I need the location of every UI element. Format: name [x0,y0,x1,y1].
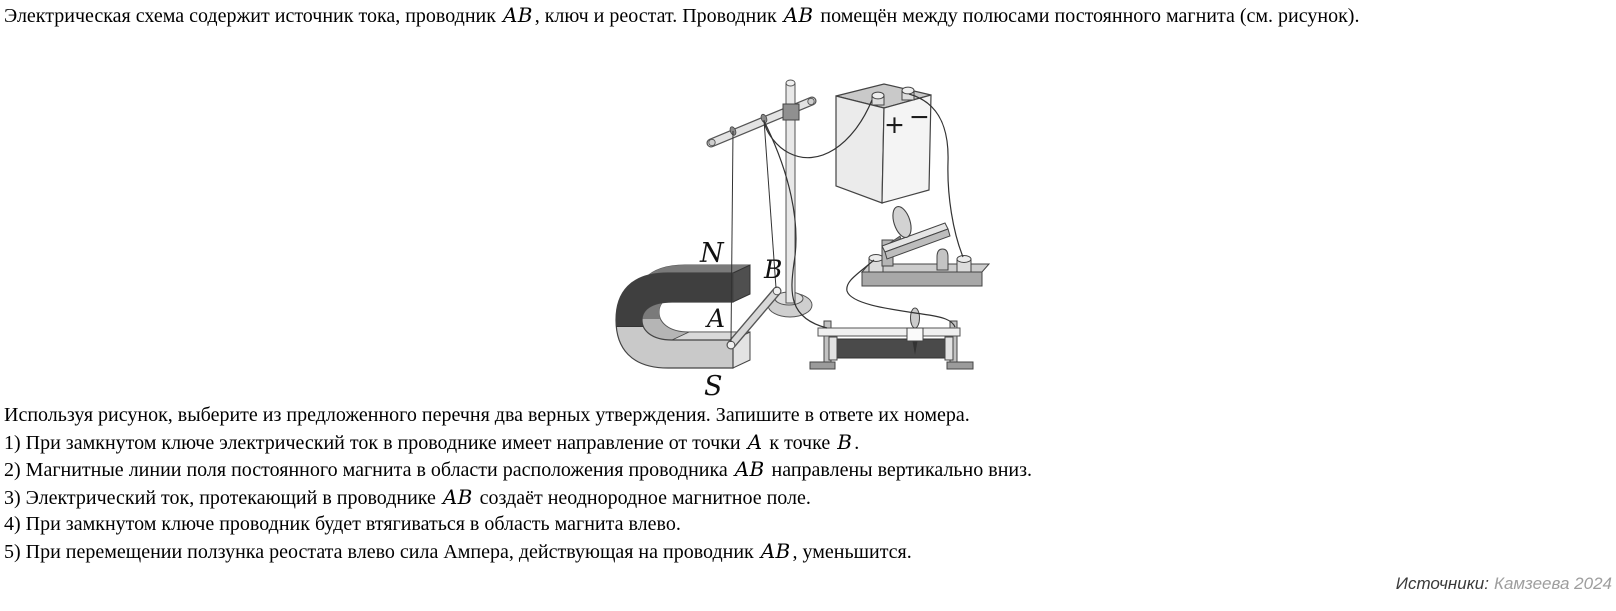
rheostat-coil-cap-left [828,336,838,361]
battery-terminal-left-top [871,91,885,100]
source-value: Камзеева 2024 [1493,574,1612,593]
statement-4: 4) При замкнутом ключе проводник будет в… [4,513,681,535]
rheostat-slider-block [906,327,924,342]
wire-battery-to-crossbar [763,99,873,159]
question-prompt: Используя рисунок, выберите из предложен… [4,404,970,426]
switch-terminal-left-top [868,254,884,262]
switch-contact-post [936,248,949,271]
rheostat-coil [835,338,947,359]
hanging-wire-b [763,119,777,289]
battery-plus-sign: + [884,110,905,139]
switch-lever-front [884,228,951,260]
problem-intro-text: Электрическая схема содержит источник то… [4,3,1360,27]
wire-switch-to-rheostat [846,259,956,328]
battery-right-face [881,94,932,204]
rheostat-right-foot [946,361,974,370]
rheostat-slider-pointer [912,341,918,355]
wire-hanger-left [729,126,737,136]
conductor-ab [726,286,782,350]
battery-left-face [835,95,885,204]
label-point-b: B [763,255,782,284]
statement-5: 5) При перемещении ползунка реостата вле… [4,538,912,563]
stand-pole-cap [785,79,796,87]
statement-2: 2) Магнитные линии поля постоянного магн… [4,457,1033,481]
rheostat-slider-knob [910,307,920,329]
wire-battery-to-switch [908,93,964,258]
circuit-diagram: + − [615,79,991,400]
conductor-end-b [772,286,782,296]
label-pole-n: N [699,238,725,269]
crossbar-right-cap [807,97,815,106]
battery: + − [835,83,932,204]
rheostat-rail [817,327,961,337]
wires [730,93,964,343]
battery-minus-sign: − [909,102,930,131]
source-attribution: Источники:Камзеева 2024 [1396,574,1612,594]
rheostat-coil-cap-right [944,336,954,361]
switch-handle [892,206,912,238]
stand-clamp [782,103,800,121]
label-point-a: A [705,304,725,333]
horseshoe-magnet [615,264,751,369]
crossbar-left-cap [708,138,716,147]
statement-1: 1) При замкнутом ключе электрический ток… [4,429,860,454]
conductor-rod-fill [727,287,781,349]
rheostat-left-foot [809,361,836,370]
switch-base-front [861,271,983,287]
wire-hanger-right [760,113,768,124]
wire-crossbar-to-rheostat [764,122,828,329]
question-block: Используя рисунок, выберите из предложен… [4,402,1454,565]
switch-key [860,206,991,287]
source-label: Источники: [1395,574,1489,593]
switch-terminal-right-top [956,255,972,263]
rheostat [809,307,974,370]
hanging-wire-a [730,130,734,343]
battery-terminal-right-top [901,86,915,95]
conductor-end-a [726,340,736,350]
label-pole-s: S [704,371,723,400]
statement-3: 3) Электрический ток, протекающий в пров… [4,484,811,509]
